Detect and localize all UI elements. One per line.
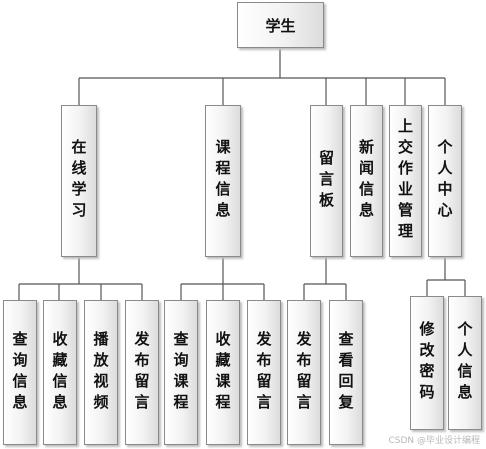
leaf-label: 个人信息 [455,321,474,405]
leaf-label: 收藏信息 [50,330,69,415]
module-news-info-label: 新闻信息 [357,139,375,223]
leaf-course-info-2: 收藏课程 [206,300,240,445]
root-node: 学生 [237,2,324,48]
leaf-label: 查看回复 [336,330,355,415]
module-course-info-label: 课程信息 [213,139,232,223]
module-submit-homework: 上交作业管理 [389,105,422,257]
module-course-info: 课程信息 [205,105,241,257]
leaf-label: 修改密码 [417,321,436,405]
leaf-label: 查询课程 [171,330,190,415]
module-personal-center: 个人中心 [428,105,462,257]
leaf-label: 播放视频 [91,330,110,415]
leaf-online-study-3: 播放视频 [84,300,118,445]
leaf-label: 收藏课程 [213,330,232,415]
module-personal-center-label: 个人中心 [435,139,454,223]
module-online-study: 在线学习 [61,105,97,257]
leaf-label: 发布留言 [132,330,151,415]
leaf-personal-center-1: 修改密码 [410,296,444,430]
leaf-online-study-1: 查询信息 [3,300,37,445]
module-submit-homework-label: 上交作业管理 [396,118,414,244]
module-news-info: 新闻信息 [350,105,383,257]
module-message-board-label: 留言板 [317,149,335,213]
root-label: 学生 [265,16,296,35]
module-message-board: 留言板 [310,105,343,257]
leaf-personal-center-2: 个人信息 [448,296,482,430]
leaf-online-study-2: 收藏信息 [43,300,77,445]
leaf-label: 查询信息 [10,330,29,415]
leaf-label: 发布留言 [254,330,273,415]
leaf-label: 发布留言 [294,330,313,415]
leaf-online-study-4: 发布留言 [125,300,159,445]
leaf-message-board-2: 查看回复 [329,300,363,445]
leaf-course-info-1: 查询课程 [164,300,198,445]
leaf-message-board-1: 发布留言 [287,300,321,445]
module-online-study-label: 在线学习 [69,139,88,223]
watermark: CSDN @毕业设计编程 [388,436,480,446]
leaf-course-info-3: 发布留言 [247,300,281,445]
